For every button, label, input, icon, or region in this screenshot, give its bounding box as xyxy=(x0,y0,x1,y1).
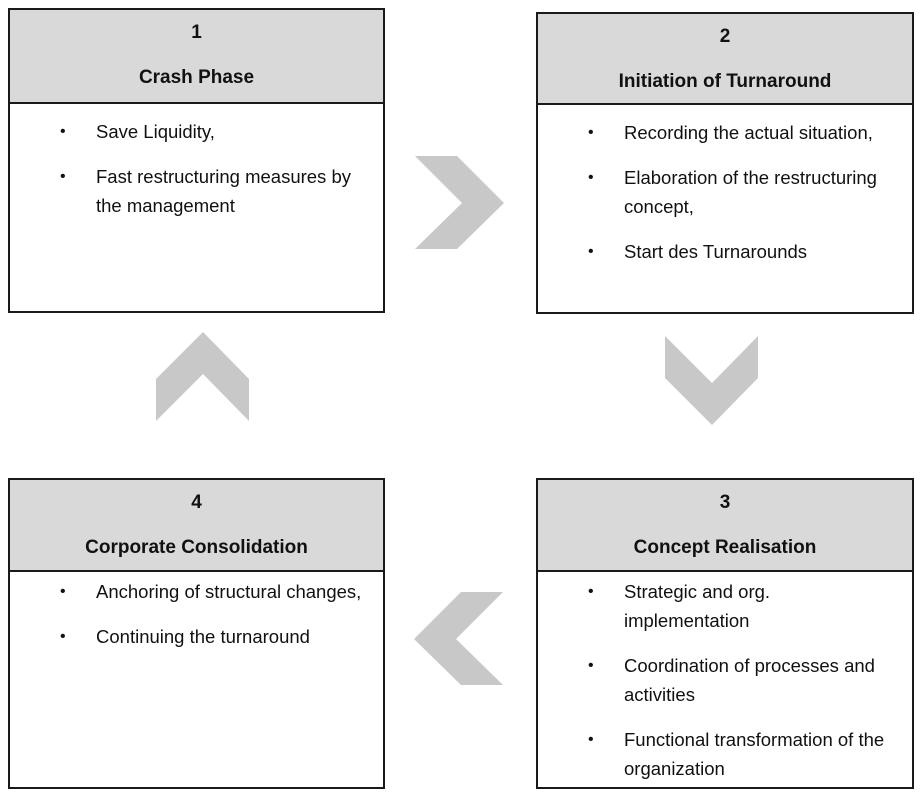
up-chevron-icon xyxy=(156,332,249,421)
bullet-icon: • xyxy=(60,628,66,645)
phase-box-initiation: 2 Initiation of Turnaround • Recording th… xyxy=(536,12,914,314)
phase-number: 4 xyxy=(191,492,202,513)
list-item-text: Strategic and org. implementation xyxy=(624,581,771,631)
list-item: • Elaboration of the restructuring concep… xyxy=(538,163,912,221)
phase-box-realisation: 3 Concept Realisation • Strategic and org… xyxy=(536,478,914,789)
phase-title: Corporate Consolidation xyxy=(85,537,308,558)
list-item: • Start des Turnarounds xyxy=(538,237,912,266)
list-item-text: Functional transformation of the organiz… xyxy=(624,729,885,779)
list-item-text: Anchoring of structural changes, xyxy=(96,581,362,602)
phase-item-list: • Save Liquidity, • Fast restructuring mea… xyxy=(10,117,383,236)
list-item-text: Coordination of processes and activities xyxy=(624,655,875,705)
list-item: • Continuing the turnaround xyxy=(10,622,383,651)
bullet-icon: • xyxy=(588,731,594,748)
phase-header: 3 Concept Realisation xyxy=(538,480,912,572)
phase-item-list: • Strategic and org. implementation • Coor… xyxy=(538,577,912,799)
phase-item-list: • Anchoring of structural changes, • Conti… xyxy=(10,577,383,667)
list-item: • Fast restructuring measures by the mana… xyxy=(10,162,383,220)
phase-title: Initiation of Turnaround xyxy=(618,71,832,92)
phase-header: 1 Crash Phase xyxy=(10,10,383,104)
phase-title: Crash Phase xyxy=(138,67,255,88)
list-item: • Coordination of processes and activitie… xyxy=(538,651,912,709)
phase-box-crash: 1 Crash Phase • Save Liquidity, • Fast res… xyxy=(8,8,385,313)
list-item-text: Recording the actual situation, xyxy=(624,122,873,143)
bullet-icon: • xyxy=(588,657,594,674)
phase-number: 1 xyxy=(191,22,202,43)
list-item-text: Start des Turnarounds xyxy=(624,241,808,262)
list-item: • Anchoring of structural changes, xyxy=(10,577,383,606)
list-item: • Recording the actual situation, xyxy=(538,118,912,147)
phase-number: 3 xyxy=(719,492,731,513)
right-chevron-icon xyxy=(415,156,504,249)
left-chevron-icon xyxy=(414,592,503,685)
bullet-icon: • xyxy=(588,169,594,186)
list-item: • Functional transformation of the organi… xyxy=(538,725,912,783)
bullet-icon: • xyxy=(60,168,66,185)
list-item: • Save Liquidity, xyxy=(10,117,383,146)
list-item-text: Elaboration of the restructuring concept… xyxy=(624,167,877,217)
bullet-icon: • xyxy=(588,124,594,141)
phase-header: 2 Initiation of Turnaround xyxy=(538,14,912,105)
list-item-text: Fast restructuring measures by the manag… xyxy=(96,166,351,216)
phase-title: Concept Realisation xyxy=(633,537,817,558)
phase-item-list: • Recording the actual situation, • Elabor… xyxy=(538,118,912,282)
bullet-icon: • xyxy=(588,583,594,600)
phase-number: 2 xyxy=(719,26,731,47)
list-item: • Strategic and org. implementation xyxy=(538,577,912,635)
list-item-text: Continuing the turnaround xyxy=(96,626,310,647)
list-item-text: Save Liquidity, xyxy=(96,121,215,142)
phase-box-consolidation: 4 Corporate Consolidation • Anchoring of … xyxy=(8,478,385,789)
phase-header: 4 Corporate Consolidation xyxy=(10,480,383,572)
bullet-icon: • xyxy=(60,583,66,600)
bullet-icon: • xyxy=(588,243,594,260)
down-chevron-icon xyxy=(665,336,758,425)
bullet-icon: • xyxy=(60,123,66,140)
